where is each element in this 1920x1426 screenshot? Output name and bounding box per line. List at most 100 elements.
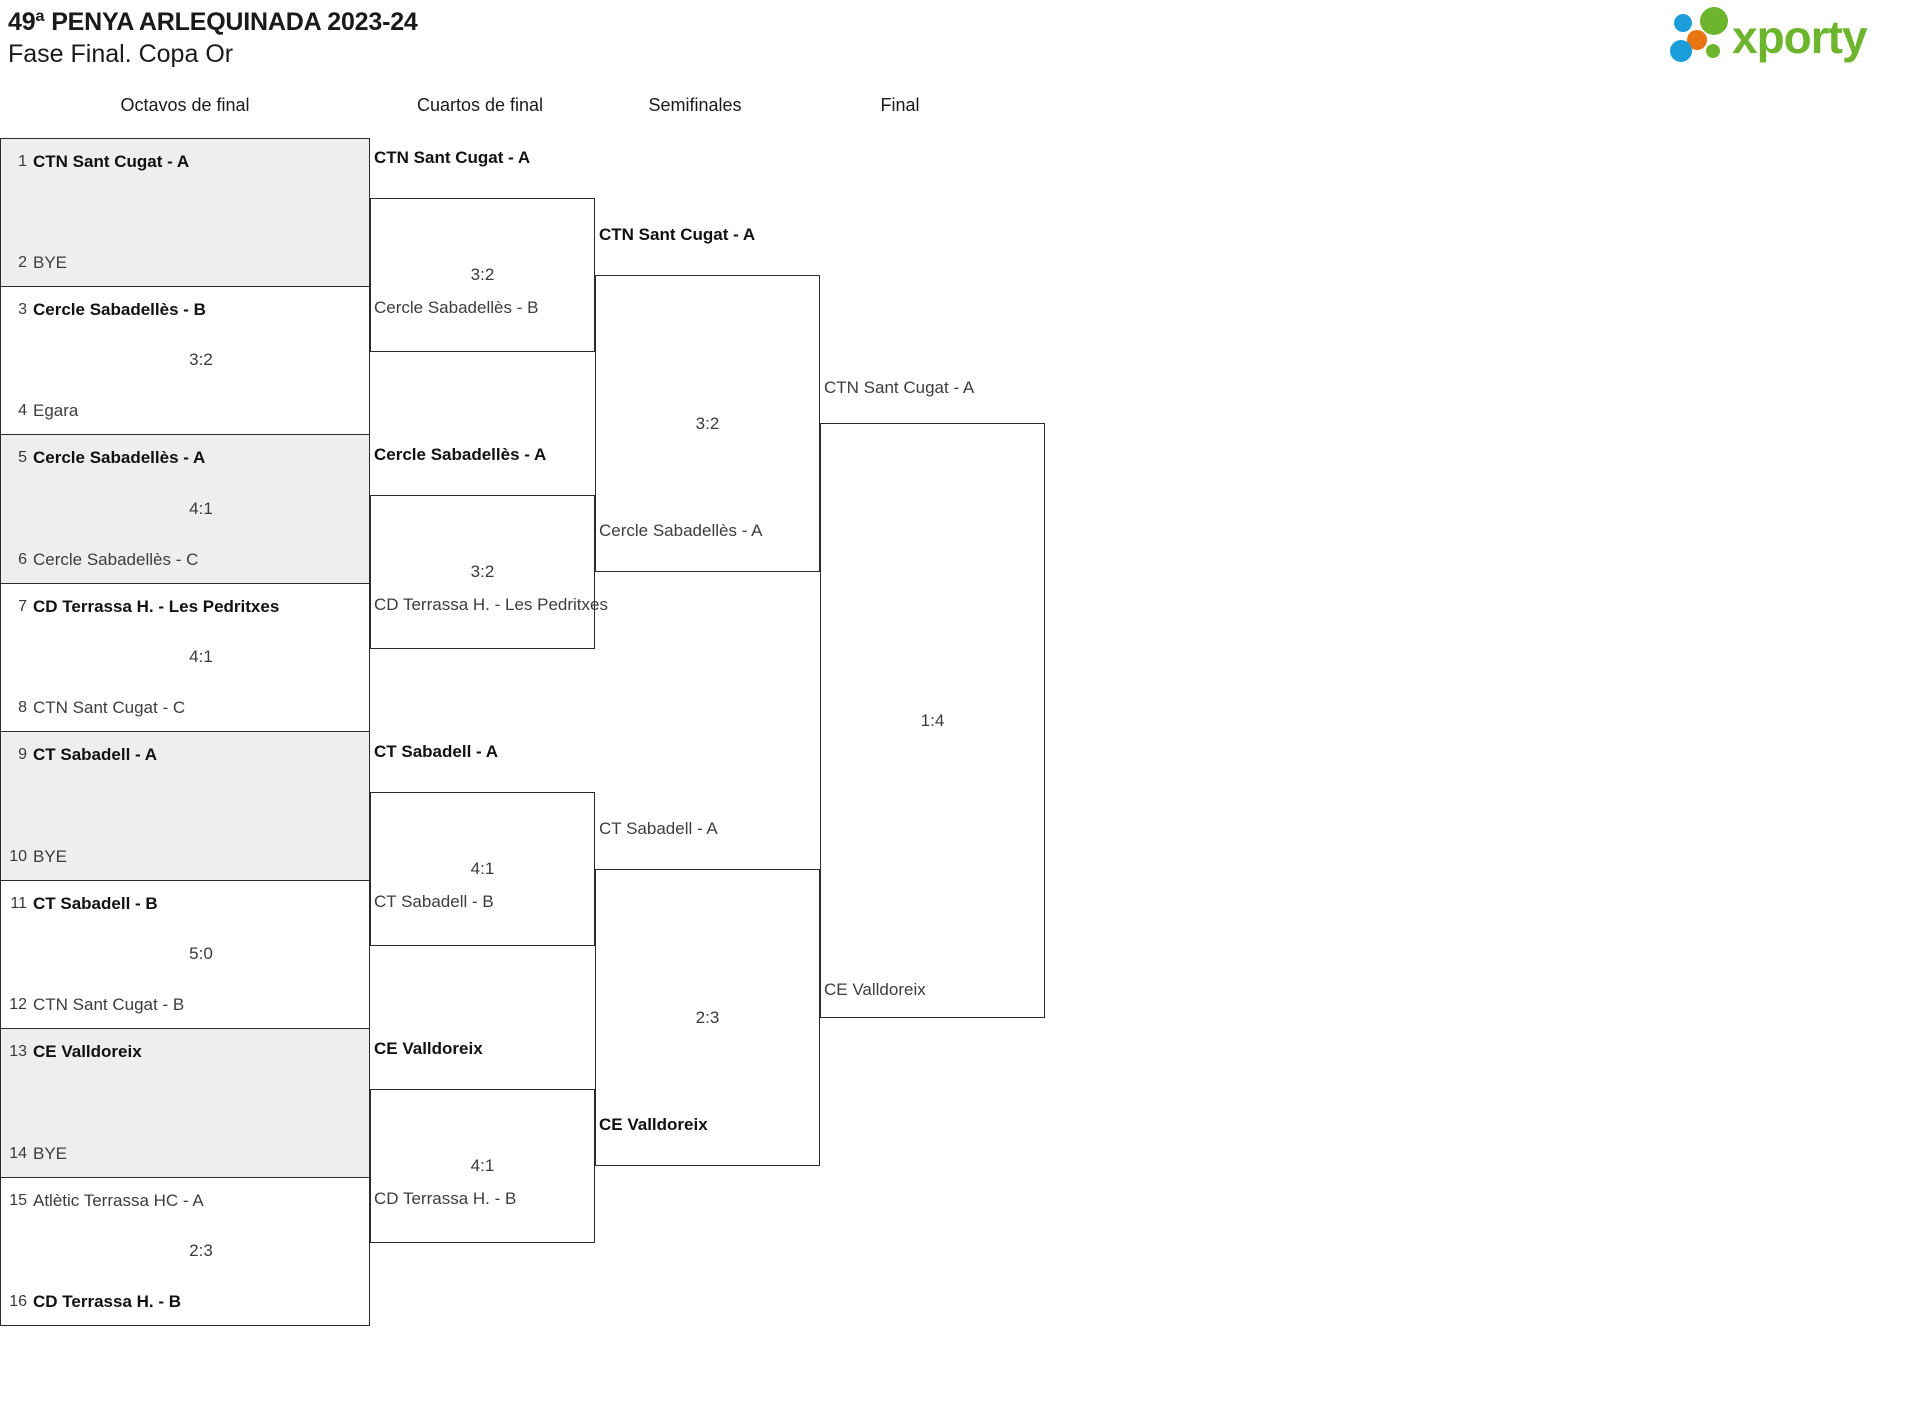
team-name: Egara bbox=[33, 401, 79, 420]
qf1-score: 3:2 bbox=[470, 265, 495, 284]
team-name: BYE bbox=[33, 846, 68, 866]
final-top-team: CTN Sant Cugat - A bbox=[824, 378, 975, 397]
logo-dot-blue-top bbox=[1674, 14, 1692, 32]
sf2-top-team: CT Sabadell - A bbox=[599, 819, 718, 838]
r1-slot-6[interactable]: 6 Cercle Sabadellès - C bbox=[1, 547, 371, 573]
final-bottom-team: CE Valldoreix bbox=[824, 980, 926, 999]
r1-score-3: 4:1 bbox=[189, 498, 213, 518]
team-name: CD Terrassa H. - Les Pedritxes bbox=[33, 596, 280, 616]
team-name: CTN Sant Cugat - A bbox=[33, 152, 190, 171]
sf2-bottom-team: CE Valldoreix bbox=[599, 1115, 708, 1134]
seed-number: 7 bbox=[18, 597, 27, 615]
qf2-score: 3:2 bbox=[470, 562, 495, 581]
seed-number: 15 bbox=[9, 1191, 27, 1209]
r1-slot-9[interactable]: 9 CT Sabadell - A bbox=[1, 742, 371, 768]
r1-slot-10[interactable]: 10 BYE bbox=[1, 844, 371, 870]
seed-number: 5 bbox=[18, 449, 27, 466]
seed-number: 9 bbox=[18, 746, 27, 763]
sf2-score: 2:3 bbox=[695, 1007, 720, 1027]
qf1-top-team: CTN Sant Cugat - A bbox=[374, 148, 531, 167]
team-name: Cercle Sabadellès - B bbox=[33, 299, 206, 319]
r1-match-4[interactable]: 7 CD Terrassa H. - Les Pedritxes 4:1 8 C… bbox=[0, 583, 371, 732]
seed-number: 10 bbox=[9, 847, 27, 865]
r1-slot-5[interactable]: 5 Cercle Sabadellès - A bbox=[1, 445, 371, 471]
r1-slot-8[interactable]: 8 CTN Sant Cugat - C bbox=[1, 695, 371, 721]
qf2-top-team: Cercle Sabadellès - A bbox=[374, 445, 547, 464]
r1-slot-4[interactable]: 4 Egara bbox=[1, 398, 371, 424]
page-title: 49ª PENYA ARLEQUINADA 2023-24 Fase Final… bbox=[8, 6, 418, 70]
qf4-score: 4:1 bbox=[470, 1156, 495, 1175]
round-header-semis: Semifinales bbox=[648, 95, 742, 115]
r1-slot-7[interactable]: 7 CD Terrassa H. - Les Pedritxes bbox=[1, 594, 371, 620]
logo-dot-green-large bbox=[1700, 7, 1728, 35]
round1-column: 1 CTN Sant Cugat - A 2 BYE 3 Cercle Saba… bbox=[0, 138, 370, 1326]
r1-slot-16[interactable]: 16 CD Terrassa H. - B bbox=[1, 1289, 371, 1315]
qf4-top-team: CE Valldoreix bbox=[374, 1039, 483, 1058]
team-name: Cercle Sabadellès - A bbox=[33, 448, 206, 467]
r1-match-3[interactable]: 5 Cercle Sabadellès - A 4:1 6 Cercle Sab… bbox=[0, 435, 370, 584]
r1-slot-2[interactable]: 2 BYE bbox=[1, 250, 371, 276]
r1-match-6[interactable]: 11 CT Sabadell - B 5:0 12 CTN Sant Cugat… bbox=[0, 880, 371, 1029]
tournament-title: 49ª PENYA ARLEQUINADA 2023-24 bbox=[8, 8, 418, 36]
seed-number: 11 bbox=[10, 894, 27, 912]
final-score: 1:4 bbox=[920, 710, 945, 730]
seed-number: 12 bbox=[9, 996, 27, 1013]
team-name: CE Valldoreix bbox=[33, 1042, 142, 1061]
seed-number: 4 bbox=[18, 402, 27, 419]
logo-dot-orange bbox=[1687, 30, 1707, 50]
round-header-final: Final bbox=[880, 95, 920, 115]
r1-slot-1[interactable]: 1 CTN Sant Cugat - A bbox=[1, 149, 371, 175]
r1-score-2: 3:2 bbox=[189, 350, 213, 370]
qf2-bottom-team: CD Terrassa H. - Les Pedritxes bbox=[374, 595, 608, 614]
r1-slot-11[interactable]: 11 CT Sabadell - B bbox=[1, 891, 371, 917]
sf1-box[interactable]: 3:2 bbox=[595, 275, 820, 572]
sf1-bottom-team: Cercle Sabadellès - A bbox=[599, 521, 763, 540]
team-name: CT Sabadell - A bbox=[33, 745, 158, 764]
tournament-subtitle: Fase Final. Copa Or bbox=[8, 40, 234, 68]
r1-slot-3[interactable]: 3 Cercle Sabadellès - B bbox=[1, 297, 371, 323]
team-name: Atlètic Terrassa HC - A bbox=[33, 1190, 204, 1210]
team-name: CTN Sant Cugat - B bbox=[33, 995, 185, 1014]
team-name: CT Sabadell - B bbox=[33, 893, 158, 913]
r1-slot-13[interactable]: 13 CE Valldoreix bbox=[1, 1039, 371, 1065]
qf1-bottom-team: Cercle Sabadellès - B bbox=[374, 298, 539, 317]
r1-match-2[interactable]: 3 Cercle Sabadellès - B 3:2 4 Egara bbox=[0, 286, 371, 435]
round-header-octavos: Octavos de final bbox=[120, 95, 250, 115]
qf3-box[interactable]: 4:1 bbox=[370, 792, 595, 946]
logo-dot-green-small bbox=[1706, 44, 1720, 58]
qf3-score: 4:1 bbox=[470, 859, 495, 878]
r1-match-8[interactable]: 15 Atlètic Terrassa HC - A 2:3 16 CD Ter… bbox=[0, 1177, 371, 1326]
seed-number: 3 bbox=[18, 300, 27, 318]
qf3-top-team: CT Sabadell - A bbox=[374, 742, 499, 761]
seed-number: 8 bbox=[18, 699, 27, 716]
qf2-box[interactable]: 3:2 bbox=[370, 495, 595, 649]
team-name: CD Terrassa H. - B bbox=[33, 1292, 182, 1311]
qf4-box[interactable]: 4:1 bbox=[370, 1089, 595, 1243]
seed-number: 1 bbox=[18, 153, 27, 170]
r1-score-4: 4:1 bbox=[189, 647, 213, 667]
seed-number: 6 bbox=[18, 550, 27, 568]
r1-slot-12[interactable]: 12 CTN Sant Cugat - B bbox=[1, 992, 371, 1018]
r1-match-1[interactable]: 1 CTN Sant Cugat - A 2 BYE bbox=[0, 138, 370, 287]
round-header-cuartos: Cuartos de final bbox=[416, 95, 544, 115]
final-box[interactable]: 1:4 bbox=[820, 423, 1045, 1018]
r1-slot-14[interactable]: 14 BYE bbox=[1, 1141, 371, 1167]
r1-slot-15[interactable]: 15 Atlètic Terrassa HC - A bbox=[1, 1188, 371, 1214]
qf3-bottom-team: CT Sabadell - B bbox=[374, 892, 494, 911]
r1-score-8: 2:3 bbox=[189, 1241, 213, 1261]
r1-match-7[interactable]: 13 CE Valldoreix 14 BYE bbox=[0, 1029, 370, 1178]
qf1-box[interactable]: 3:2 bbox=[370, 198, 595, 352]
r1-match-5[interactable]: 9 CT Sabadell - A 10 BYE bbox=[0, 732, 370, 881]
xporty-logo: xporty bbox=[1656, 6, 1896, 68]
qf4-bottom-team: CD Terrassa H. - B bbox=[374, 1189, 517, 1208]
team-name: BYE bbox=[33, 252, 68, 272]
seed-number: 14 bbox=[9, 1144, 27, 1162]
team-name: Cercle Sabadellès - C bbox=[33, 549, 199, 569]
seed-number: 2 bbox=[18, 253, 27, 271]
sf2-box[interactable]: 2:3 bbox=[595, 869, 820, 1166]
sf1-score: 3:2 bbox=[695, 413, 720, 433]
sf1-top-team: CTN Sant Cugat - A bbox=[599, 225, 756, 244]
seed-number: 13 bbox=[9, 1043, 27, 1060]
logo-dot-blue-bottom bbox=[1670, 40, 1692, 62]
